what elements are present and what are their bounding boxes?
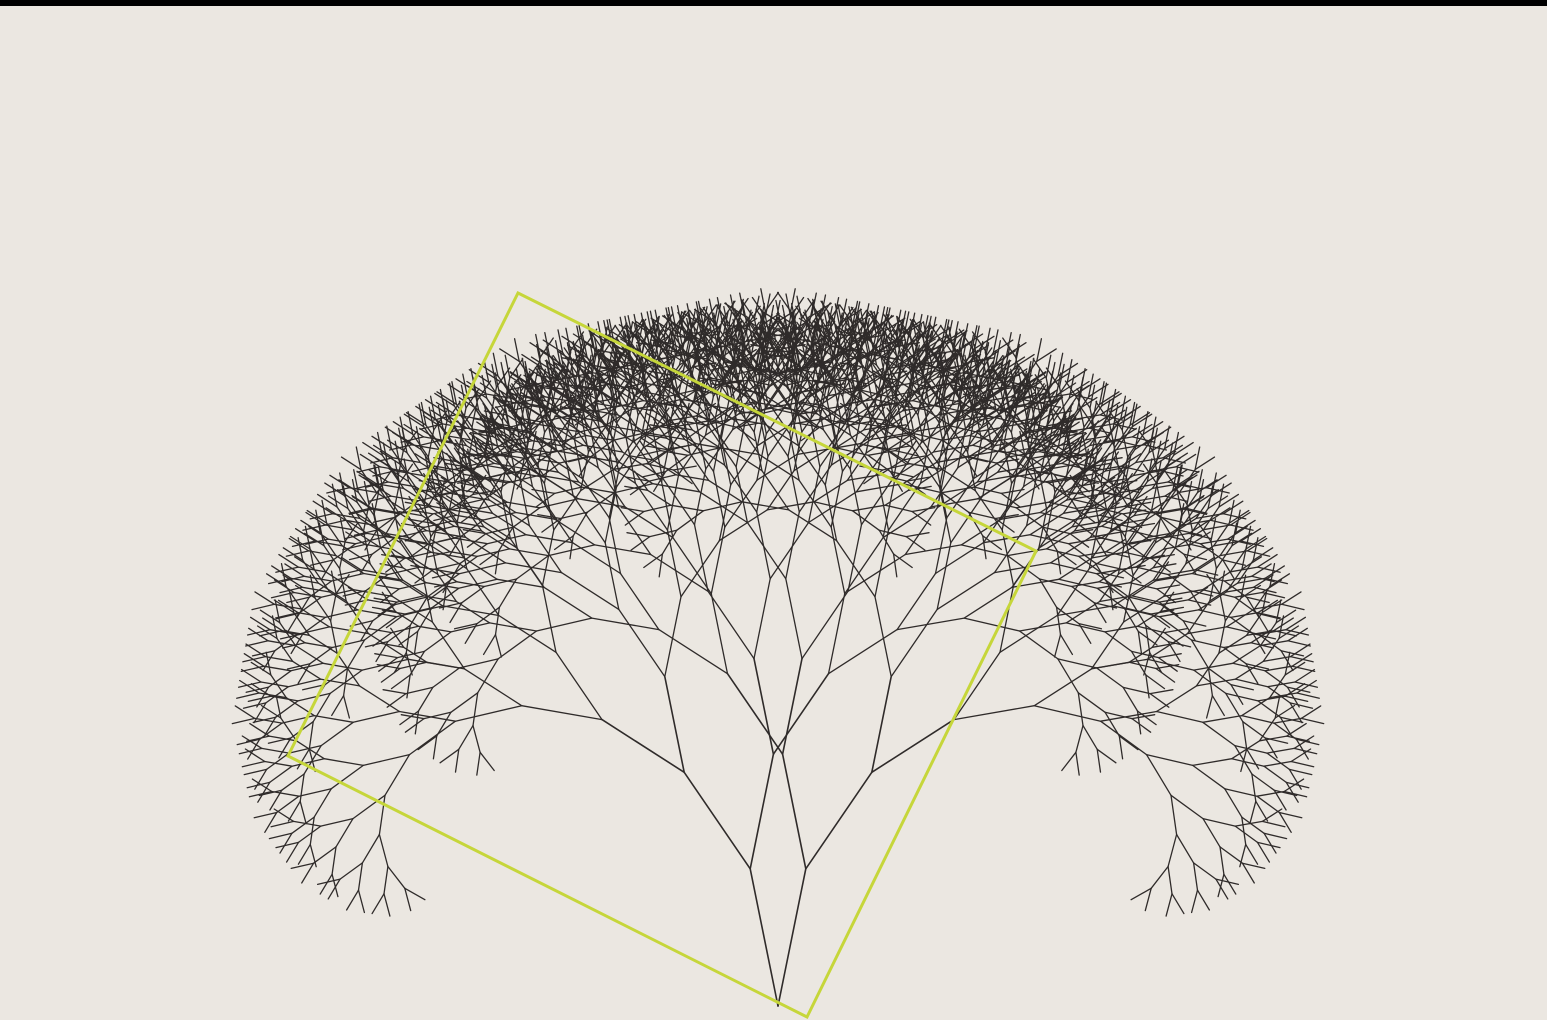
canvas-area [0,6,1547,1020]
fractal-tree-figure [0,6,1547,1020]
canvas-background [0,6,1547,1020]
